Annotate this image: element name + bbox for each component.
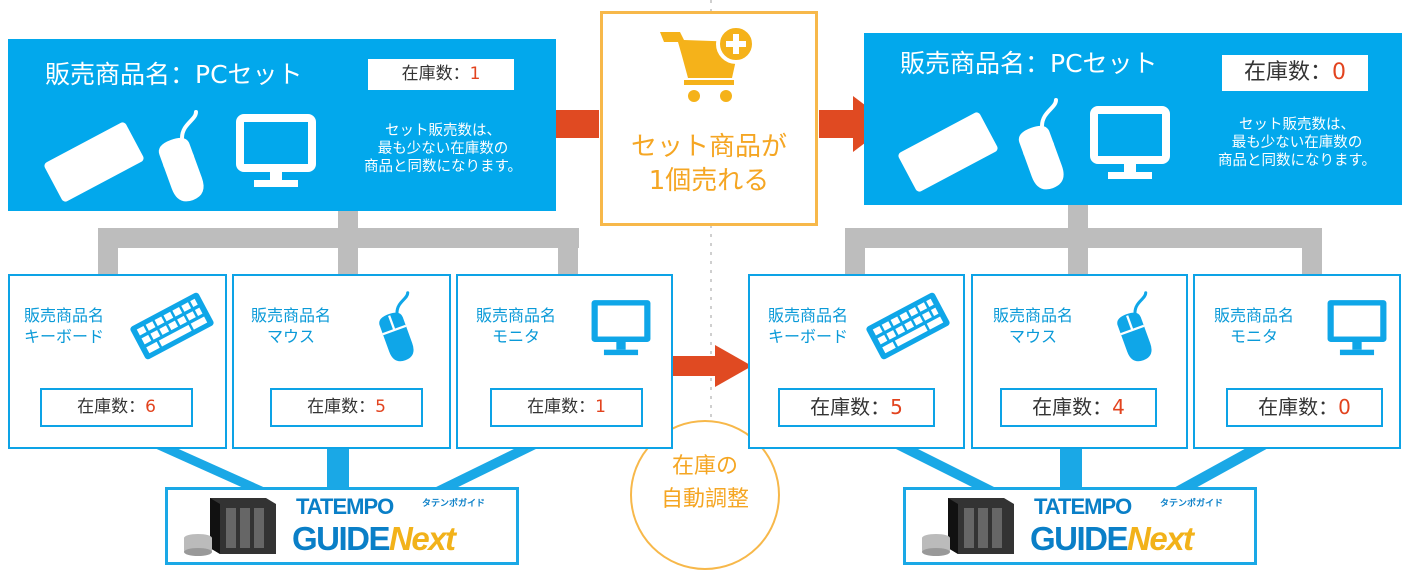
child-label-line: マウス: [266, 327, 315, 346]
stock-value: 4: [1112, 395, 1125, 419]
child-label-line: モニタ: [491, 327, 540, 346]
set-sold-text: セット商品が 1個売れる: [600, 130, 818, 198]
stock-value: 6: [145, 397, 156, 417]
mouse-icon: [1113, 291, 1157, 366]
server-rack-icon: [922, 498, 1014, 556]
child-stock: 在庫数：4: [1000, 388, 1157, 427]
keyboard-icon: [898, 112, 998, 192]
child-label: 販売商品名 モニタ: [466, 305, 566, 347]
child-stock: 在庫数：0: [1226, 388, 1383, 427]
child-label: 販売商品名 マウス: [978, 305, 1088, 347]
logo-kana: タテンポガイド: [1160, 499, 1224, 509]
stock-label: 在庫数：: [1258, 395, 1339, 419]
note-line: 商品と同数になります。: [1217, 153, 1377, 169]
child-label: 販売商品名 モニタ: [1204, 305, 1304, 347]
child-label-line: 販売商品名: [475, 306, 556, 325]
keyboard-icon: [866, 292, 950, 360]
mouse-icon: [1014, 98, 1070, 194]
stock-value: 0: [1332, 60, 1346, 85]
left-set-title: 販売商品名：PCセット: [45, 60, 303, 89]
right-set-stock: 在庫数：0: [1222, 55, 1368, 91]
event-line: セット商品が: [630, 132, 787, 162]
logo-guide-next: GUIDENext: [292, 520, 456, 557]
stock-value: 1: [469, 64, 481, 84]
logo-tatempo: TATEMPO: [296, 494, 394, 519]
monitor-icon: [591, 300, 651, 356]
adjust-line: 自動調整: [660, 487, 749, 512]
keyboard-icon: [130, 292, 214, 360]
child-label-line: キーボード: [23, 327, 104, 346]
stock-label: 在庫数：: [527, 397, 596, 417]
mouse-icon: [375, 291, 419, 366]
stock-label: 在庫数：: [307, 397, 376, 417]
event-line: 1個売れる: [648, 166, 770, 196]
child-label-line: 販売商品名: [767, 306, 848, 325]
right-cyan-connector: [890, 446, 1272, 490]
logo-tatempo: TATEMPO: [1034, 494, 1132, 519]
monitor-icon: [1090, 106, 1170, 182]
child-label-line: マウス: [1008, 327, 1057, 346]
child-label-line: 販売商品名: [250, 306, 331, 325]
logo-next: Next: [1127, 520, 1194, 557]
mouse-icon: [154, 110, 210, 206]
child-label: 販売商品名 キーボード: [14, 305, 114, 347]
right-set-note: セット販売数は、 最も少ない在庫数の 商品と同数になります。: [1182, 116, 1405, 170]
left-set-note: セット販売数は、 最も少ない在庫数の 商品と同数になります。: [328, 122, 558, 176]
child-label: 販売商品名 キーボード: [758, 305, 858, 347]
logo-guide-next: GUIDENext: [1030, 520, 1194, 557]
stock-label: 在庫数：: [77, 397, 146, 417]
note-line: セット販売数は、: [1239, 117, 1355, 133]
server-rack-icon: [184, 498, 276, 556]
logo-guide: GUIDE: [292, 520, 391, 557]
stock-label: 在庫数：: [401, 64, 470, 84]
left-cyan-connector: [150, 446, 542, 490]
right-gray-connector: [845, 203, 1322, 276]
left-set-stock: 在庫数：1: [368, 59, 514, 90]
stock-value: 5: [375, 397, 386, 417]
left-gray-connector: [98, 210, 579, 276]
child-label-line: キーボード: [767, 327, 848, 346]
stock-value: 1: [595, 397, 606, 417]
logo-next: Next: [389, 520, 456, 557]
keyboard-icon: [44, 122, 144, 202]
stock-value: 5: [890, 395, 903, 419]
adjust-line: 在庫の: [671, 454, 738, 479]
note-line: セット販売数は、: [385, 123, 501, 139]
child-label-line: 販売商品名: [23, 306, 104, 325]
child-stock: 在庫数：1: [490, 388, 643, 427]
note-line: 最も少ない在庫数の: [1231, 135, 1363, 151]
stock-label: 在庫数：: [810, 395, 891, 419]
child-stock: 在庫数：6: [40, 388, 193, 427]
child-label-line: モニタ: [1229, 327, 1278, 346]
child-stock: 在庫数：5: [270, 388, 423, 427]
right-set-title: 販売商品名：PCセット: [900, 49, 1158, 78]
monitor-icon: [236, 114, 316, 190]
stock-value: 0: [1338, 395, 1351, 419]
stock-label: 在庫数：: [1243, 60, 1332, 85]
note-line: 商品と同数になります。: [363, 159, 523, 175]
stock-label: 在庫数：: [1032, 395, 1113, 419]
child-label-line: 販売商品名: [992, 306, 1073, 325]
monitor-icon: [1327, 300, 1387, 356]
cart-plus-icon: [660, 26, 756, 102]
logo-kana: タテンポガイド: [422, 499, 486, 509]
auto-adjust-text: 在庫の 自動調整: [630, 450, 780, 516]
child-stock: 在庫数：5: [778, 388, 935, 427]
note-line: 最も少ない在庫数の: [377, 141, 509, 157]
child-label-line: 販売商品名: [1213, 306, 1294, 325]
child-label: 販売商品名 マウス: [236, 305, 346, 347]
logo-guide: GUIDE: [1030, 520, 1129, 557]
